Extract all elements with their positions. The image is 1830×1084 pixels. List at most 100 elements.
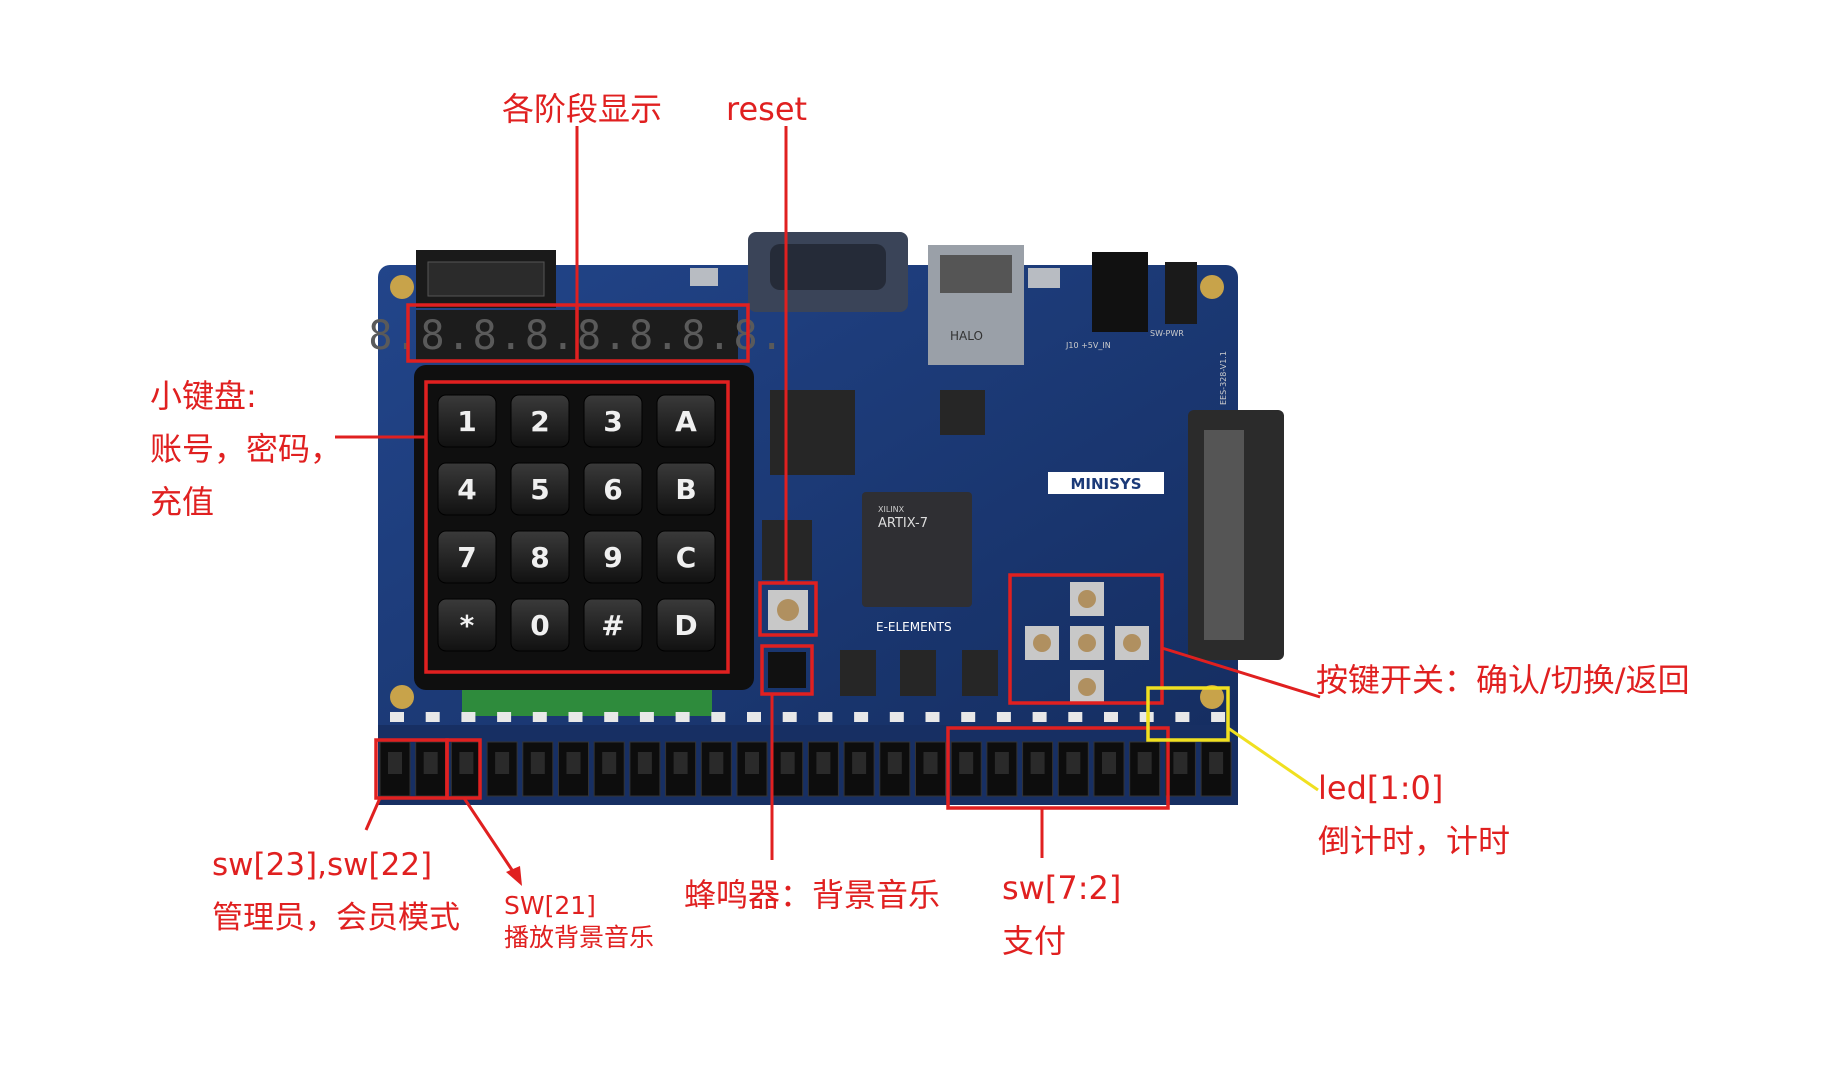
ic-chip xyxy=(900,650,936,696)
keypad-key-label: 0 xyxy=(530,609,549,642)
dip-switch xyxy=(987,742,1017,796)
dip-switch xyxy=(880,742,910,796)
label-buzzer: 蜂鸣器：背景音乐 xyxy=(684,870,940,921)
led xyxy=(854,712,868,722)
keypad-key-label: 1 xyxy=(457,405,476,438)
buzzer-body xyxy=(768,652,806,688)
keypad-key-label: 8 xyxy=(530,541,549,574)
keypad-key-label: 6 xyxy=(603,473,622,506)
label-led-1: led[1:0] xyxy=(1318,763,1443,814)
power-jack xyxy=(1092,252,1148,332)
reset-button-cap xyxy=(777,599,799,621)
mount-hole xyxy=(390,685,414,709)
dip-switch xyxy=(1023,742,1053,796)
keypad-key-label: 7 xyxy=(457,541,476,574)
keypad-key-label: D xyxy=(674,609,697,642)
label-sw21-1: SW[21] xyxy=(504,890,596,923)
led xyxy=(497,712,511,722)
led xyxy=(890,712,904,722)
led xyxy=(711,712,725,722)
leader-leds xyxy=(1228,728,1318,790)
label-sw-pay-2: 支付 xyxy=(1002,916,1066,967)
mount-hole xyxy=(1200,275,1224,299)
dip-switch xyxy=(523,742,553,796)
dip-switch xyxy=(1201,742,1231,796)
keypad-key: 8 xyxy=(511,531,569,583)
label-keypad-2: 账号，密码， xyxy=(150,424,342,475)
dip-switch xyxy=(773,742,803,796)
led xyxy=(1211,712,1225,722)
mount-hole xyxy=(390,275,414,299)
led xyxy=(390,712,404,722)
keypad-key: C xyxy=(657,531,715,583)
dip-switch xyxy=(380,742,410,796)
label-sw-mode-2: 管理员，会员模式 xyxy=(212,894,460,944)
led xyxy=(961,712,975,722)
led xyxy=(569,712,583,722)
dip-switch xyxy=(666,742,696,796)
keypad-key: 0 xyxy=(511,599,569,651)
keypad-key-label: 4 xyxy=(457,473,476,506)
keypad-key: 2 xyxy=(511,395,569,447)
led xyxy=(533,712,547,722)
label-sw-mode-1: sw[23],sw[22] xyxy=(212,841,432,891)
ic-chip xyxy=(840,650,876,696)
keypad-key-label: 2 xyxy=(530,405,549,438)
dip-switch xyxy=(916,742,946,796)
keypad-key: A xyxy=(657,395,715,447)
led xyxy=(1175,712,1189,722)
keypad-key-label: 9 xyxy=(603,541,622,574)
keypad-key: 5 xyxy=(511,463,569,515)
label-keypad-1: 小键盘: xyxy=(150,371,257,422)
keypad-key: 7 xyxy=(438,531,496,583)
usb-port xyxy=(690,268,718,286)
maker-label: E-ELEMENTS xyxy=(876,620,952,634)
side-connector-inner xyxy=(1204,430,1244,640)
dip-switch xyxy=(701,742,731,796)
leader-sw-mode xyxy=(366,798,380,830)
keypad-key: 4 xyxy=(438,463,496,515)
keypad-key-label: A xyxy=(675,405,697,438)
keypad-key: D xyxy=(657,599,715,651)
keypad-key-label: 5 xyxy=(530,473,549,506)
dip-switch xyxy=(808,742,838,796)
dip-switch xyxy=(630,742,660,796)
led xyxy=(426,712,440,722)
dip-switch xyxy=(737,742,767,796)
ic-chip xyxy=(940,390,985,435)
led xyxy=(640,712,654,722)
ic-chip xyxy=(770,390,855,475)
keypad-key: * xyxy=(438,599,496,651)
dip-switch xyxy=(1094,742,1124,796)
power-jack-label: J10 +5V_IN xyxy=(1065,341,1111,350)
label-buttons: 按键开关：确认/切换/返回 xyxy=(1316,655,1690,706)
ethernet-jack-front xyxy=(940,255,1012,293)
usb-port xyxy=(1028,268,1060,288)
dip-switch xyxy=(487,742,517,796)
dip-switch xyxy=(451,742,481,796)
keypad-key-label: B xyxy=(675,473,696,506)
leader-sw21-arrowhead xyxy=(506,866,522,886)
led xyxy=(1033,712,1047,722)
power-switch xyxy=(1165,262,1197,324)
ethernet-label: HALO xyxy=(950,329,983,343)
chip-brand-label: XILINX xyxy=(878,505,905,514)
keypad-key-label: 3 xyxy=(603,405,622,438)
label-led-2: 倒计时，计时 xyxy=(1318,816,1510,867)
brand-label: MINISYS xyxy=(1070,475,1141,493)
dip-switch xyxy=(951,742,981,796)
keypad-key: # xyxy=(584,599,642,651)
keypad-key: 1 xyxy=(438,395,496,447)
leader-sw21 xyxy=(464,798,516,876)
led xyxy=(783,712,797,722)
keypad-key: B xyxy=(657,463,715,515)
led xyxy=(1104,712,1118,722)
ic-chip xyxy=(962,650,998,696)
dip-switch xyxy=(844,742,874,796)
dip-switch xyxy=(416,742,446,796)
dip-switch xyxy=(1058,742,1088,796)
dip-switch xyxy=(594,742,624,796)
dip-switch xyxy=(559,742,589,796)
header-connector-pins xyxy=(428,262,544,296)
